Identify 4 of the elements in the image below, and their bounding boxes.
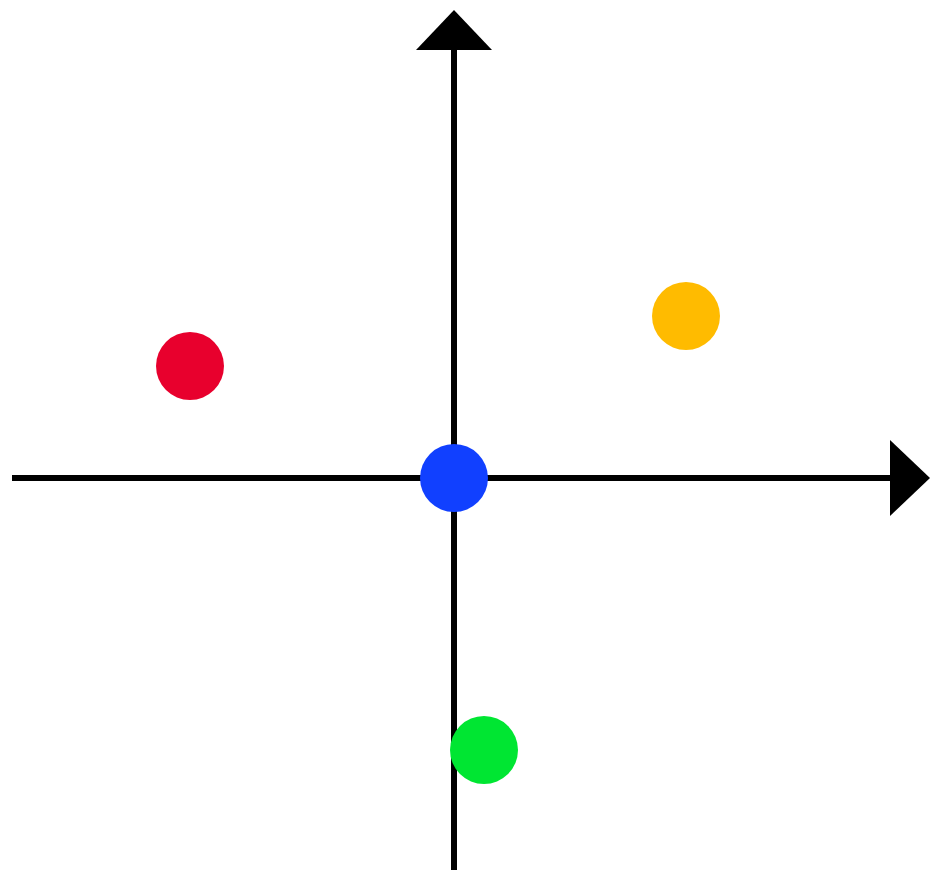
dot xyxy=(156,332,224,400)
dot xyxy=(652,282,720,350)
dot xyxy=(420,444,488,512)
dot xyxy=(450,716,518,784)
